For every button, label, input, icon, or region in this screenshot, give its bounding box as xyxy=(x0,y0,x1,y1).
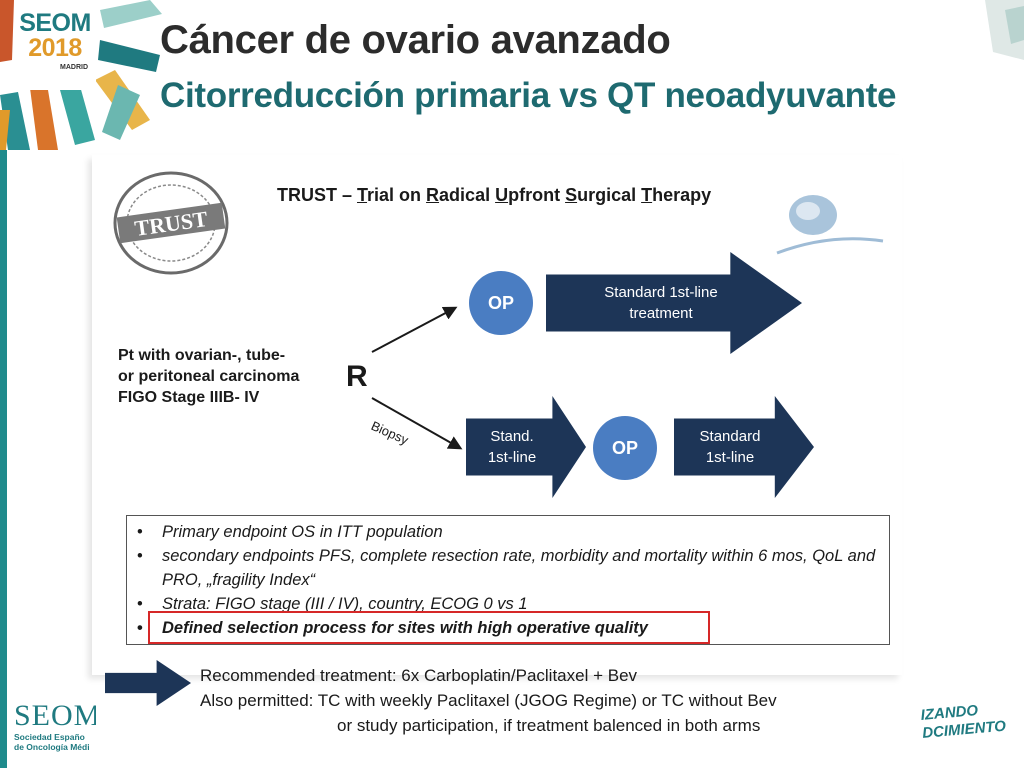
recommendation-text: Recommended treatment: 6x Carboplatin/Pa… xyxy=(200,663,890,738)
footer-slogan: IZANDO DCIMIENTO xyxy=(920,701,1007,742)
recommendation-line-1: Recommended treatment: 6x Carboplatin/Pa… xyxy=(200,666,638,685)
logo-city: MADRID xyxy=(60,64,88,71)
recommendation-line-3: or study participation, if treatment bal… xyxy=(337,716,761,735)
footer-society-line-2: de Oncología Médi xyxy=(14,742,90,752)
randomization-label: R xyxy=(346,360,368,393)
logo-name: SEOM xyxy=(19,9,91,37)
decorative-strips-top-right xyxy=(985,0,1024,60)
endpoint-secondary: secondary endpoints PFS, complete resect… xyxy=(135,544,880,592)
trust-seal-text: TRUST xyxy=(133,206,209,241)
endpoints-list: Primary endpoint OS in ITT population se… xyxy=(135,520,880,640)
left-accent-bar xyxy=(0,150,7,768)
selection-process-item: Defined selection process for sites with… xyxy=(135,616,880,640)
slide-subtitle: Citorreducción primaria vs QT neoadyuvan… xyxy=(160,76,897,115)
logo-year: 2018 xyxy=(28,34,82,62)
trial-heading: TRUST – Trial on Radical Upfront Surgica… xyxy=(277,185,712,205)
endpoint-primary: Primary endpoint OS in ITT population xyxy=(135,520,880,544)
strata-item: Strata: FIGO stage (III / IV), country, … xyxy=(135,592,880,616)
footer-society-line-1: Sociedad Españo xyxy=(14,732,85,742)
seom-2018-logo: SEOM 2018 MADRID xyxy=(14,6,96,90)
op-circle-interval: OP xyxy=(593,416,657,480)
decorative-strips xyxy=(0,0,162,150)
patient-population: Pt with ovarian-, tube- or peritoneal ca… xyxy=(118,347,300,406)
seom-society-logo: SEOM Sociedad Españo de Oncología Médi xyxy=(14,700,96,758)
trust-seal-icon: TRUST xyxy=(113,171,229,275)
randomization-arrows xyxy=(371,306,463,450)
op-circle-upfront: OP xyxy=(469,271,533,335)
slide-title: Cáncer de ovario avanzado xyxy=(160,18,671,62)
footer-logo-name: SEOM xyxy=(14,700,96,732)
ago-swoosh-logo xyxy=(776,195,884,255)
highlight-frame xyxy=(148,611,710,644)
recommendation-line-2: Also permitted: TC with weekly Paclitaxe… xyxy=(200,691,777,710)
